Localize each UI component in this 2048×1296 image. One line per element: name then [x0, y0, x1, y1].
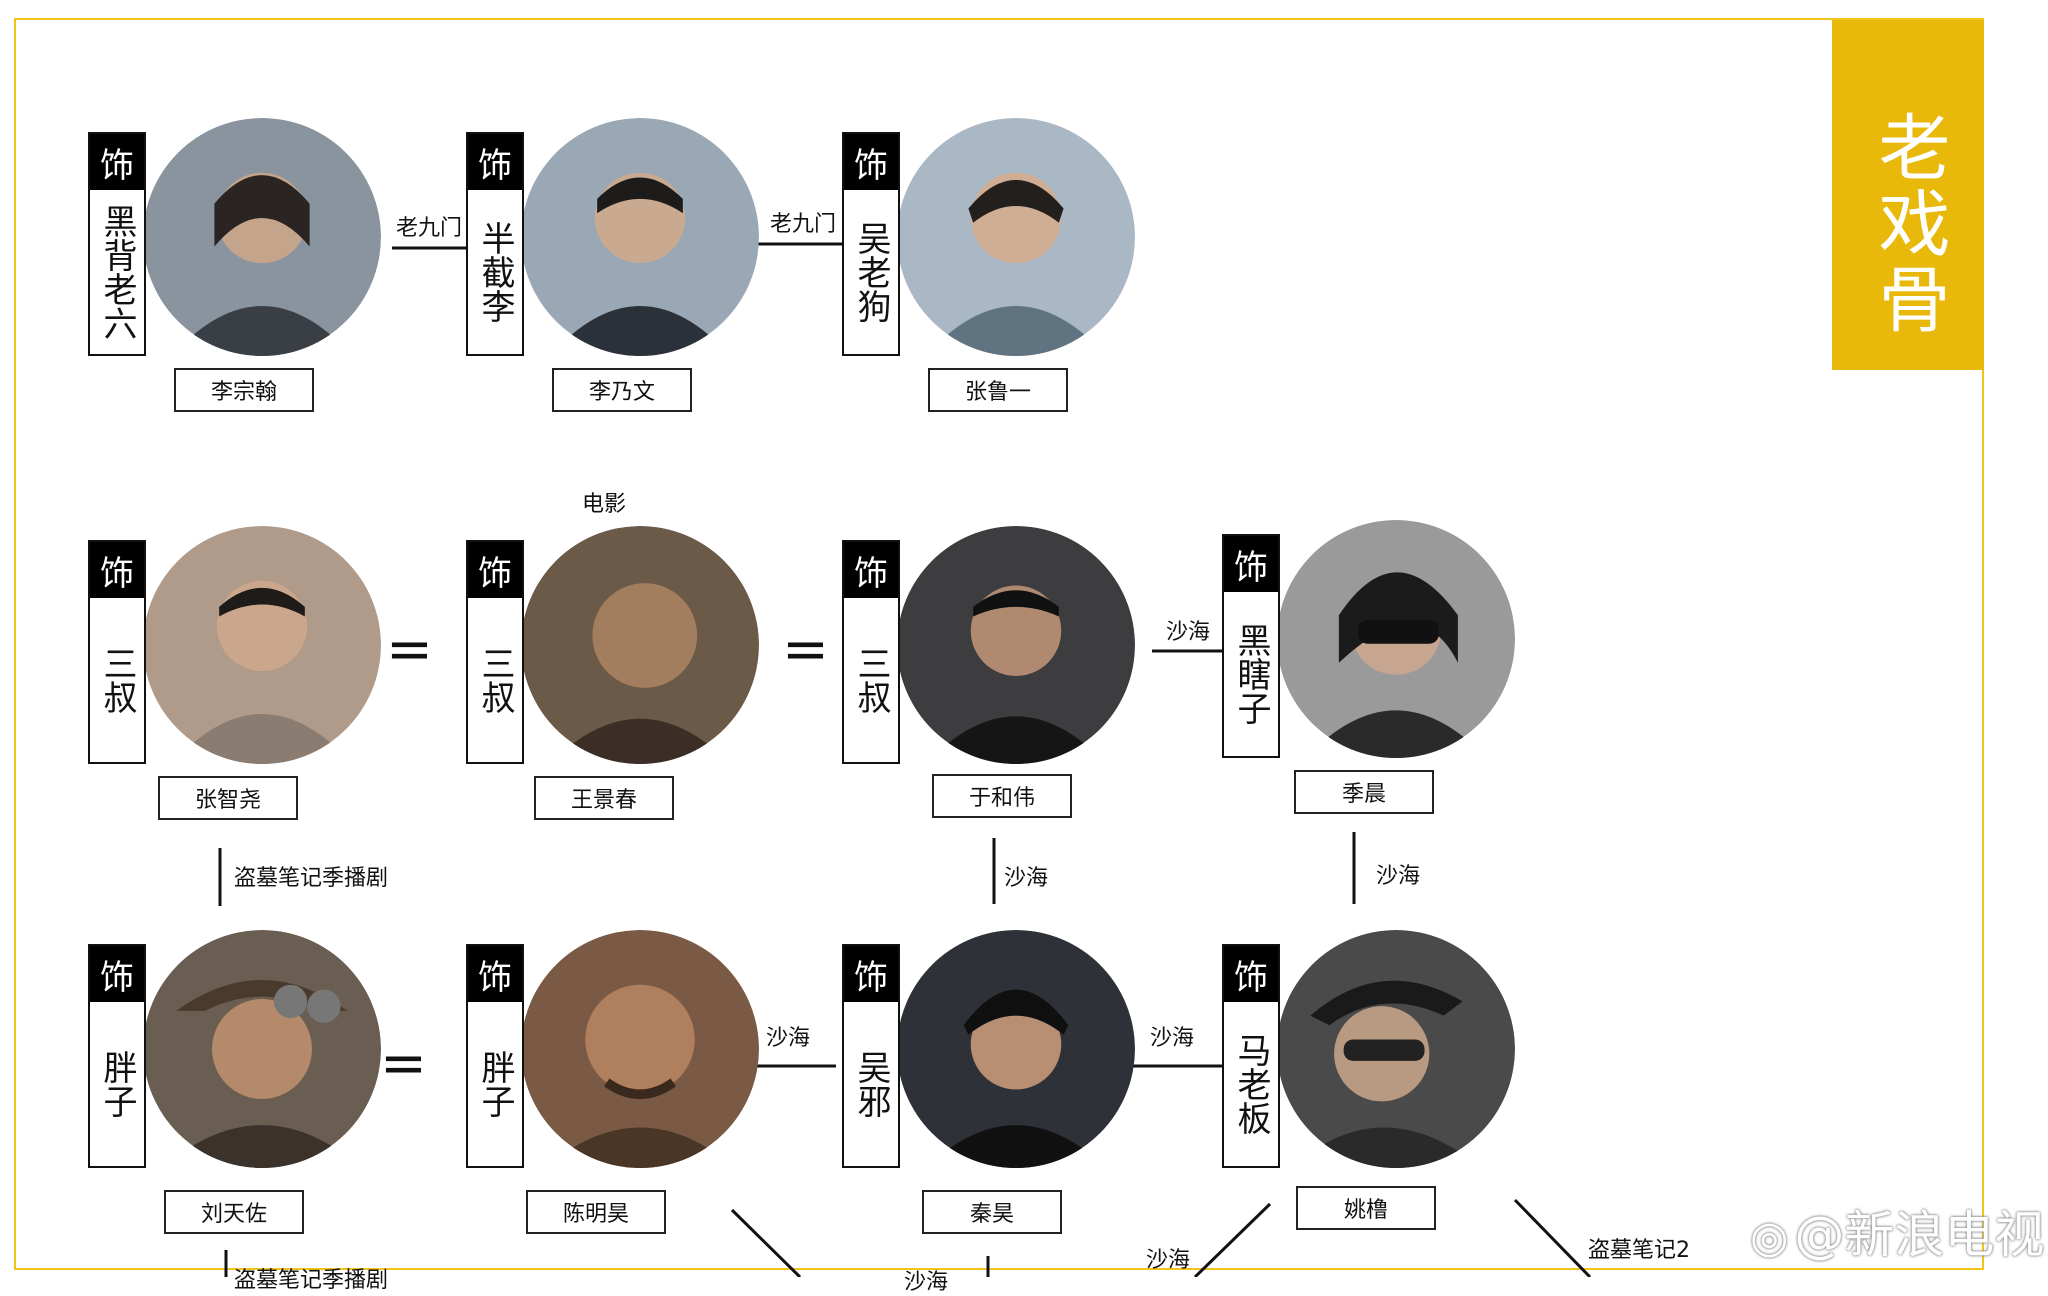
watermark: ◎@新浪电视	[1750, 1195, 2044, 1267]
role-tag: 饰三叔	[88, 540, 146, 764]
actor-name-c5: 王景春	[534, 776, 674, 820]
card-c9: 饰胖子	[466, 930, 759, 1190]
relation-label: 盗墓笔记季播剧	[234, 1268, 389, 1293]
role-tag: 饰吴老狗	[842, 132, 900, 356]
role-tag: 饰三叔	[466, 540, 524, 764]
role-tag: 饰马老板	[1222, 944, 1280, 1168]
shi-label: 饰	[90, 542, 144, 598]
role-name: 黑背老六	[97, 204, 137, 340]
actor-name-c4: 张智尧	[158, 776, 298, 820]
shi-label: 饰	[468, 134, 522, 190]
actor-name-c2: 李乃文	[552, 368, 692, 412]
role-tag: 饰胖子	[466, 944, 524, 1168]
role-name: 胖子	[475, 1050, 515, 1118]
portrait-photo	[143, 930, 381, 1168]
shi-label: 饰	[90, 946, 144, 1002]
relation-label: 盗墓笔记季播剧	[234, 866, 389, 891]
role-tag: 饰半截李	[466, 132, 524, 356]
shi-label: 饰	[844, 946, 898, 1002]
role-name: 三叔	[475, 646, 515, 714]
equals-sign: =	[380, 1031, 427, 1096]
shi-label: 饰	[1224, 946, 1278, 1002]
relation-label: 盗墓笔记2	[1588, 1238, 1690, 1263]
role-tag: 饰黑背老六	[88, 132, 146, 356]
actor-name-c7: 季晨	[1294, 770, 1434, 814]
portrait-photo	[521, 526, 759, 764]
role-name: 半截李	[475, 221, 515, 323]
relation-label: 沙海	[1166, 620, 1211, 645]
portrait-photo	[143, 526, 381, 764]
card-c7: 饰黑瞎子	[1222, 520, 1515, 780]
portrait-photo	[521, 118, 759, 356]
equals-sign: =	[386, 617, 433, 682]
actor-name-c6: 于和伟	[932, 774, 1072, 818]
role-name: 三叔	[851, 646, 891, 714]
role-name: 吴邪	[851, 1050, 891, 1118]
card-c4: 饰三叔	[88, 526, 381, 786]
portrait-photo	[143, 118, 381, 356]
equals-sign: =	[782, 617, 829, 682]
shi-label: 饰	[1224, 536, 1278, 592]
relation-label: 沙海	[1004, 866, 1049, 891]
portrait-photo	[1277, 930, 1515, 1168]
actor-name-c8: 刘天佐	[164, 1190, 304, 1234]
portrait-photo	[521, 930, 759, 1168]
role-tag: 饰黑瞎子	[1222, 534, 1280, 758]
relation-label: 沙海	[766, 1026, 811, 1051]
role-name: 马老板	[1231, 1033, 1271, 1135]
relation-label: 沙海	[1150, 1026, 1195, 1051]
relation-label: 沙海	[1376, 864, 1421, 889]
actor-name-c10: 秦昊	[922, 1190, 1062, 1234]
relation-label: 电影	[582, 492, 627, 517]
relation-label: 老九门	[770, 212, 837, 237]
portrait-photo	[897, 526, 1135, 764]
actor-name-c3: 张鲁一	[928, 368, 1068, 412]
weibo-icon: ◎	[1750, 1212, 1789, 1263]
shi-label: 饰	[468, 946, 522, 1002]
watermark-text: @新浪电视	[1794, 1206, 2045, 1264]
actor-name-c9: 陈明昊	[526, 1190, 666, 1234]
card-c2: 饰半截李	[466, 118, 759, 378]
card-c8: 饰胖子	[88, 930, 381, 1190]
role-tag: 饰三叔	[842, 540, 900, 764]
relation-label: 沙海	[1146, 1248, 1191, 1273]
role-name: 胖子	[97, 1050, 137, 1118]
role-name: 吴老狗	[851, 221, 891, 323]
role-name: 三叔	[97, 646, 137, 714]
role-tag: 饰吴邪	[842, 944, 900, 1168]
shi-label: 饰	[90, 134, 144, 190]
portrait-photo	[1277, 520, 1515, 758]
actor-name-c1: 李宗翰	[174, 368, 314, 412]
role-name: 黑瞎子	[1231, 623, 1271, 725]
border-frame	[14, 18, 1984, 1270]
card-c11: 饰马老板	[1222, 930, 1515, 1190]
shi-label: 饰	[844, 134, 898, 190]
card-c1: 饰黑背老六	[88, 118, 381, 378]
shi-label: 饰	[468, 542, 522, 598]
portrait-photo	[897, 930, 1135, 1168]
relation-label: 沙海	[904, 1270, 949, 1295]
portrait-photo	[897, 118, 1135, 356]
card-c5: 饰三叔	[466, 526, 759, 786]
card-c10: 饰吴邪	[842, 930, 1135, 1190]
actor-name-c11: 姚橹	[1296, 1186, 1436, 1230]
role-tag: 饰胖子	[88, 944, 146, 1168]
shi-label: 饰	[844, 542, 898, 598]
title-banner: 老戏骨	[1832, 20, 1984, 370]
card-c6: 饰三叔	[842, 526, 1135, 786]
card-c3: 饰吴老狗	[842, 118, 1135, 378]
relation-label: 老九门	[396, 216, 463, 241]
